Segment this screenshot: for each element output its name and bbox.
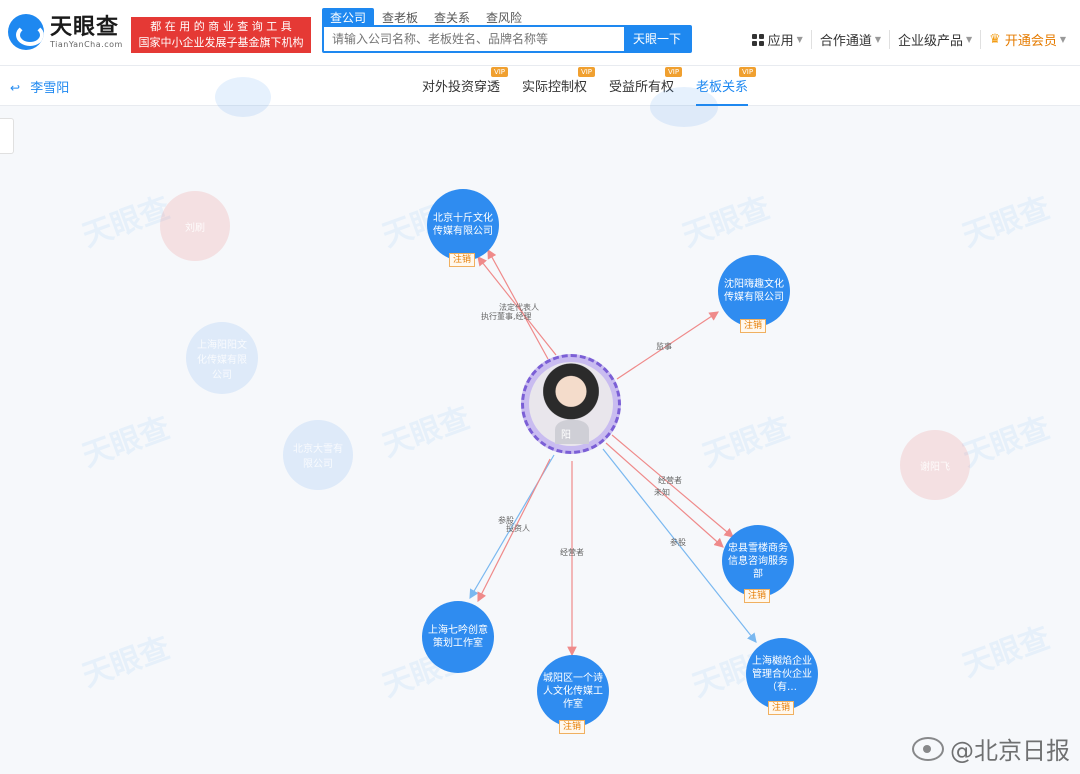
- chevron-down-icon: ▼: [1059, 35, 1066, 44]
- company-node-zhongxian[interactable]: 忠县雪楼商务信息咨询服务部: [722, 525, 794, 597]
- edge-label: 经营者: [560, 548, 584, 557]
- faded-node-person: 谢阳飞: [900, 430, 970, 500]
- promo-line-1: 都 在 用 的 商 业 查 询 工 具: [150, 20, 292, 33]
- edge-label: 参股: [670, 538, 686, 547]
- graph-edges: [469, 248, 757, 657]
- edge-zhongxian-1: [611, 434, 734, 538]
- search-tab-boss[interactable]: 查老板: [382, 11, 419, 25]
- back-arrow-icon: ↩: [10, 81, 21, 95]
- nav-membership-label: 开通会员: [1004, 34, 1057, 49]
- edge-beijing-director: [477, 256, 557, 356]
- company-node-qiyin[interactable]: 上海七吟创意策划工作室: [422, 601, 494, 673]
- relation-tabs: 对外投资穿透 VIP 实际控制权 VIP 受益所有权 VIP 老板关系 VIP: [422, 66, 770, 106]
- edge-label: 未知: [654, 488, 670, 497]
- edge-beijing-legal: [487, 248, 549, 360]
- status-badge: 注销: [744, 589, 771, 603]
- sub-navigation: ↩ 李雪阳 对外投资穿透 VIP 实际控制权 VIP 受益所有权 VIP 老板关…: [0, 66, 1080, 106]
- nav-apps-label: 应用: [767, 34, 794, 49]
- person-node-center[interactable]: [521, 354, 621, 454]
- company-node-chengyang[interactable]: 城阳区一个诗人文化传媒工作室: [537, 655, 609, 727]
- relation-graph[interactable]: 天眼查 天眼查 天眼查 天眼查 天眼查 天眼查 天眼查 天眼查 天眼查 天眼查 …: [0, 77, 1080, 774]
- apps-grid-icon: [751, 33, 764, 46]
- source-label: @北京日报: [950, 737, 1070, 765]
- back-link[interactable]: ↩ 李雪阳: [10, 77, 69, 96]
- tab-beneficial-label: 受益所有权: [609, 80, 675, 95]
- status-badge: 注销: [768, 701, 795, 715]
- vip-badge: VIP: [738, 67, 757, 77]
- chevron-down-icon: ▼: [966, 35, 973, 44]
- search-tab-company[interactable]: 查公司: [322, 8, 375, 27]
- search-tab-relation[interactable]: 查关系: [434, 11, 471, 25]
- edge-zhongxian-2: [605, 442, 724, 548]
- center-person-name: 阳: [561, 430, 571, 441]
- edge-label: 经营者: [658, 476, 682, 485]
- promo-line-2: 国家中小企业发展子基金旗下机构: [138, 36, 304, 49]
- edge-label: 法定代表人: [499, 303, 539, 312]
- search-button[interactable]: 天眼一下: [624, 27, 690, 51]
- edge-label: 监事: [656, 342, 672, 351]
- tab-beneficial[interactable]: 受益所有权 VIP: [609, 66, 683, 106]
- crown-icon: ♛: [989, 32, 1001, 47]
- nav-enterprise-label: 企业级产品: [898, 34, 964, 49]
- status-badge: 注销: [559, 720, 586, 734]
- nav-membership[interactable]: ♛ 开通会员 ▼: [980, 30, 1074, 49]
- logo-domain: TianYanCha.com: [50, 39, 123, 49]
- company-node-beijing[interactable]: 北京十斤文化传媒有限公司: [427, 189, 499, 261]
- nav-apps[interactable]: 应用 ▼: [744, 30, 811, 49]
- promo-banner[interactable]: 都 在 用 的 商 业 查 询 工 具 国家中小企业发展子基金旗下机构: [131, 17, 311, 53]
- status-badge: 注销: [740, 319, 767, 333]
- tab-boss-relation-label: 老板关系: [696, 80, 749, 95]
- nav-enterprise[interactable]: 企业级产品 ▼: [889, 30, 980, 49]
- chevron-down-icon: ▼: [874, 35, 881, 44]
- logo-name: 天眼查: [50, 14, 120, 40]
- edge-qiyin-investor: [477, 458, 551, 603]
- tab-investment-label: 对外投资穿透: [422, 80, 501, 95]
- tab-investment[interactable]: 对外投资穿透 VIP: [422, 66, 509, 106]
- site-logo[interactable]: 天眼查 TianYanCha.com: [8, 14, 123, 50]
- edge-shenyang: [616, 311, 719, 380]
- chevron-down-icon: ▼: [796, 35, 803, 44]
- vip-badge: VIP: [490, 67, 509, 77]
- weibo-icon: [912, 736, 944, 761]
- company-node-yueyan[interactable]: 上海樾焰企业管理合伙企业（有…: [746, 638, 818, 710]
- faded-node: [650, 87, 718, 127]
- search-box: 天眼一下: [322, 25, 692, 53]
- edge-label: 投资人: [506, 524, 530, 533]
- avatar: [529, 362, 613, 446]
- top-header: 天眼查 TianYanCha.com 都 在 用 的 商 业 查 询 工 具 国…: [0, 0, 1080, 66]
- nav-cooperation[interactable]: 合作通道 ▼: [810, 30, 889, 49]
- tab-control[interactable]: 实际控制权 VIP: [522, 66, 596, 106]
- status-badge: 注销: [449, 253, 476, 267]
- side-panel-handle[interactable]: [0, 118, 14, 154]
- vip-badge: VIP: [664, 67, 683, 77]
- faded-node-person: 刘刷: [160, 191, 230, 261]
- vip-badge: VIP: [577, 67, 596, 77]
- faded-node-company: 北京大雪有限公司: [283, 420, 353, 490]
- search-input[interactable]: [324, 27, 624, 51]
- edge-label: 执行董事,经理: [481, 312, 532, 321]
- nav-cooperation-label: 合作通道: [819, 34, 872, 49]
- company-node-shenyang[interactable]: 沈阳嗨趣文化传媒有限公司: [718, 255, 790, 327]
- edge-label: 参股: [498, 516, 514, 525]
- faded-node: [215, 77, 271, 117]
- search-tabs: 查公司 查老板 查关系 查风险: [322, 8, 530, 27]
- edge-yueyan: [602, 448, 757, 643]
- top-nav: 应用 ▼ 合作通道 ▼ 企业级产品 ▼ ♛ 开通会员 ▼: [744, 30, 1074, 49]
- person-name: 李雪阳: [30, 81, 70, 96]
- source-watermark: @北京日报: [912, 731, 1070, 766]
- tab-control-label: 实际控制权: [522, 80, 588, 95]
- tab-boss-relation[interactable]: 老板关系 VIP: [696, 66, 757, 106]
- faded-node-company: 上海阳阳文化传媒有限公司: [186, 322, 258, 394]
- eye-logo-icon: [8, 14, 44, 50]
- search-tab-risk[interactable]: 查风险: [486, 11, 523, 25]
